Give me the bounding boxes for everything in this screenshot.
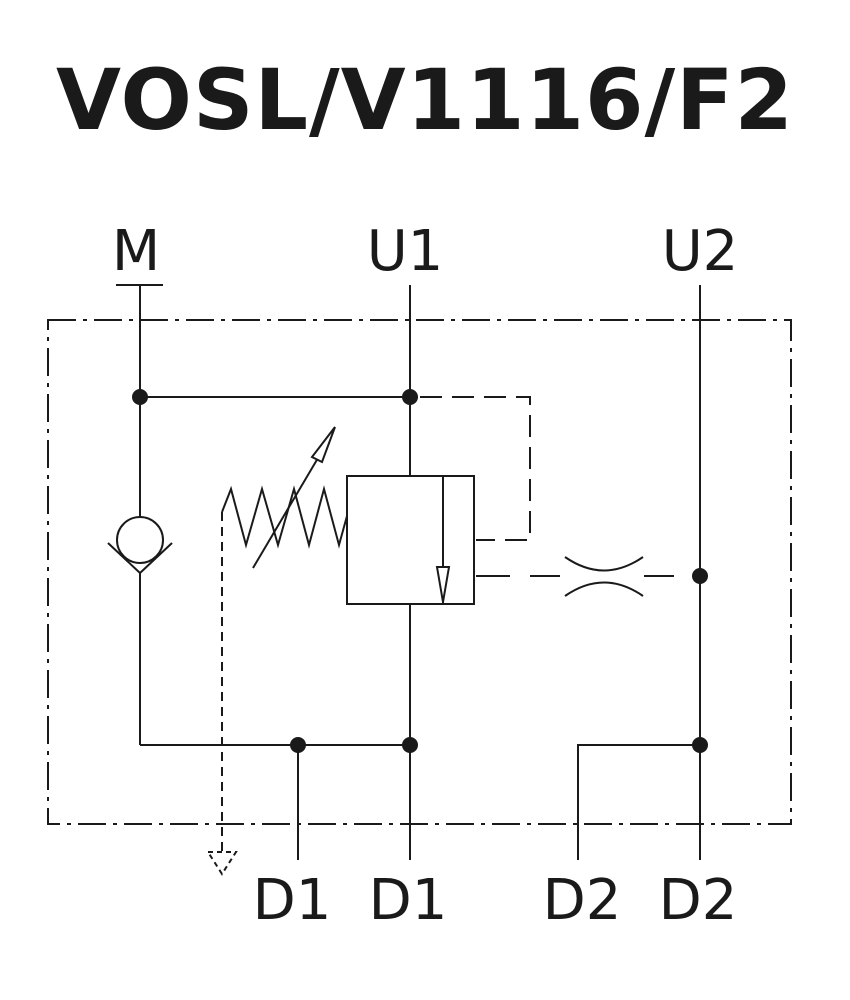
junction-dot xyxy=(132,389,148,405)
junction-dot xyxy=(692,737,708,753)
d2-left-line xyxy=(577,744,700,860)
port-label-d1-left: D1 xyxy=(252,868,332,933)
relief-valve xyxy=(346,475,475,605)
port-label-d2-right: D2 xyxy=(658,868,738,933)
diagram-title: VOSL/V1116/F2 xyxy=(56,51,794,149)
junction-dot xyxy=(692,568,708,584)
port-label-u1: U1 xyxy=(366,219,444,284)
port-label-m: M xyxy=(111,219,161,284)
port-label-u2: U2 xyxy=(661,219,739,284)
drain-symbol xyxy=(206,851,238,876)
pilot-line xyxy=(420,396,531,541)
adjustable-spring xyxy=(221,426,348,569)
port-label-d2-left: D2 xyxy=(542,868,622,933)
port-label-d1-right: D1 xyxy=(368,868,448,933)
valve-block-boundary xyxy=(47,319,792,825)
junction-dot xyxy=(290,737,306,753)
junction-dot xyxy=(402,737,418,753)
junction-dot xyxy=(402,389,418,405)
restrictor xyxy=(564,556,644,597)
check-valve xyxy=(107,516,173,574)
